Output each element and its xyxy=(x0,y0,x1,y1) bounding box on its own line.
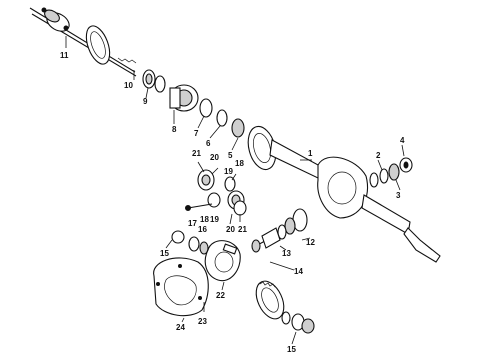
callout-3: 3 xyxy=(396,191,401,200)
callout-18-right: 18 xyxy=(235,159,244,168)
callout-4: 4 xyxy=(400,136,405,145)
axle-housing xyxy=(247,125,441,263)
differential-case-cover xyxy=(153,230,241,317)
ring-gear-lower xyxy=(255,280,315,334)
axle-shaft-assembly xyxy=(29,7,137,77)
callout-1: 1 xyxy=(308,149,313,158)
callout-21-lower: 21 xyxy=(238,225,247,234)
callout-18-left: 18 xyxy=(200,215,209,224)
callout-19-upper: 19 xyxy=(224,167,233,176)
pinion-gear-assembly xyxy=(251,208,308,253)
callout-14: 14 xyxy=(294,267,303,276)
callout-19-left: 19 xyxy=(210,215,219,224)
callout-15-lower: 15 xyxy=(287,345,296,354)
callout-24: 24 xyxy=(176,323,185,332)
callout-5: 5 xyxy=(228,151,233,160)
callout-10: 10 xyxy=(124,81,133,90)
callout-22: 22 xyxy=(216,291,225,300)
callout-15-upper: 15 xyxy=(160,249,169,258)
callout-16: 16 xyxy=(198,225,207,234)
bearing-stack-upper xyxy=(142,69,166,93)
callout-11: 11 xyxy=(60,51,69,60)
callout-20-upper: 20 xyxy=(210,153,219,162)
callout-leaders xyxy=(65,36,405,345)
callout-23: 23 xyxy=(198,317,207,326)
callout-labels: 11 10 9 8 7 6 5 1 2 3 4 12 13 14 15 15 1… xyxy=(60,51,405,354)
callout-8: 8 xyxy=(172,125,177,134)
callout-7: 7 xyxy=(194,129,199,138)
differential-internals xyxy=(185,169,247,216)
callout-13: 13 xyxy=(282,249,291,258)
callout-17: 17 xyxy=(188,219,197,228)
callout-20-lower: 20 xyxy=(226,225,235,234)
callout-12: 12 xyxy=(306,238,315,247)
callout-6: 6 xyxy=(206,139,211,148)
callout-2: 2 xyxy=(376,151,381,160)
callout-9: 9 xyxy=(143,97,148,106)
callout-21-upper: 21 xyxy=(192,149,201,158)
right-bearing-stack xyxy=(369,157,413,188)
differential-carrier-upper xyxy=(169,84,245,138)
